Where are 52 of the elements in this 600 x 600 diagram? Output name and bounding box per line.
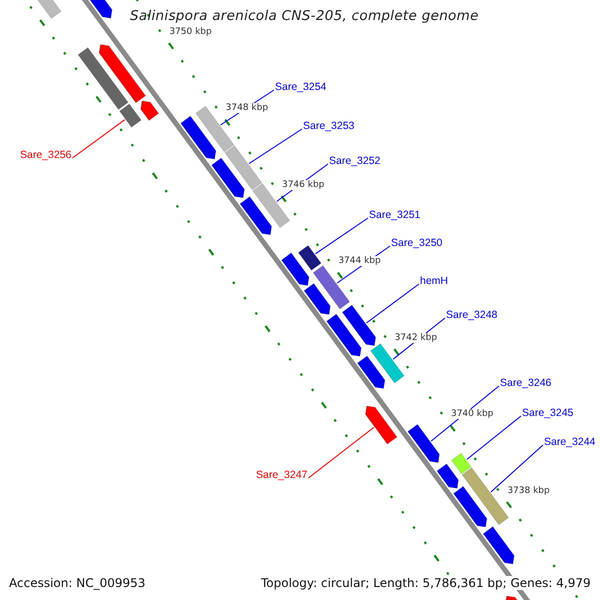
tick-label: 3744 kbp: [338, 256, 381, 266]
tick-label: 3748 kbp: [226, 103, 268, 114]
genome-info-text: Topology: circular; Length: 5,786,361 bp; Genes: 4,979: [261, 576, 591, 590]
leader-line: [72, 119, 126, 158]
gene-label: Sare_3248: [446, 309, 498, 321]
leader-line: [248, 128, 302, 164]
gene-bar: [298, 245, 322, 271]
gene-block: [342, 304, 376, 346]
gene-bar: [224, 145, 262, 190]
genome-info-text: Accession: NC_009953: [9, 576, 146, 590]
gene-block: [281, 252, 310, 286]
leader-line: [314, 218, 368, 254]
gene-bar: [119, 104, 142, 128]
leader-line: [308, 426, 374, 478]
gene-label: Sare_3251: [369, 209, 420, 221]
gene-block: [180, 116, 216, 160]
tick-label: 3738 kbp: [507, 486, 550, 496]
gene-label: hemH: [420, 275, 448, 287]
gene-bar: [312, 265, 350, 310]
gene-label: Sare_3245: [522, 407, 574, 419]
gene-block: [98, 44, 146, 104]
gene-label: Sare_3254: [275, 81, 326, 93]
gene-label: Sare_3244: [544, 436, 596, 448]
gene-block: [436, 463, 459, 489]
leader-line: [490, 444, 544, 492]
gene-block: [356, 356, 386, 389]
gene-block: [304, 283, 331, 315]
gene-label: Sare_3250: [391, 237, 442, 249]
gene-block: [482, 526, 515, 564]
tick-label: 3740 kbp: [450, 409, 494, 420]
title: Salinispora arenicola CNS-205, complete genome: [130, 8, 479, 24]
gene-bar: [450, 452, 472, 474]
tick-label: 3742 kbp: [394, 332, 438, 343]
gene-block: [240, 196, 272, 236]
gene-block: [407, 424, 440, 463]
tick-label: 3750 kbp: [169, 26, 212, 37]
gene-bar: [370, 343, 405, 384]
gene-label: Sare_3247: [256, 469, 308, 481]
gene-label: Sare_3252: [329, 155, 380, 167]
gene-block: [326, 314, 362, 357]
gene-block: [211, 158, 245, 198]
gene-block: [140, 100, 160, 121]
tick-label: 3746 kbp: [282, 180, 324, 190]
gene-label: Sare_3253: [303, 120, 354, 132]
leader-line: [466, 416, 522, 460]
leader-line: [366, 284, 420, 324]
gene-label: Sare_3246: [500, 377, 552, 389]
gene-label: Sare_3256: [20, 149, 72, 161]
gene-block: [453, 486, 488, 528]
gene-block: [365, 406, 398, 445]
gene-bar: [462, 467, 509, 526]
gene-bar: [78, 47, 129, 110]
